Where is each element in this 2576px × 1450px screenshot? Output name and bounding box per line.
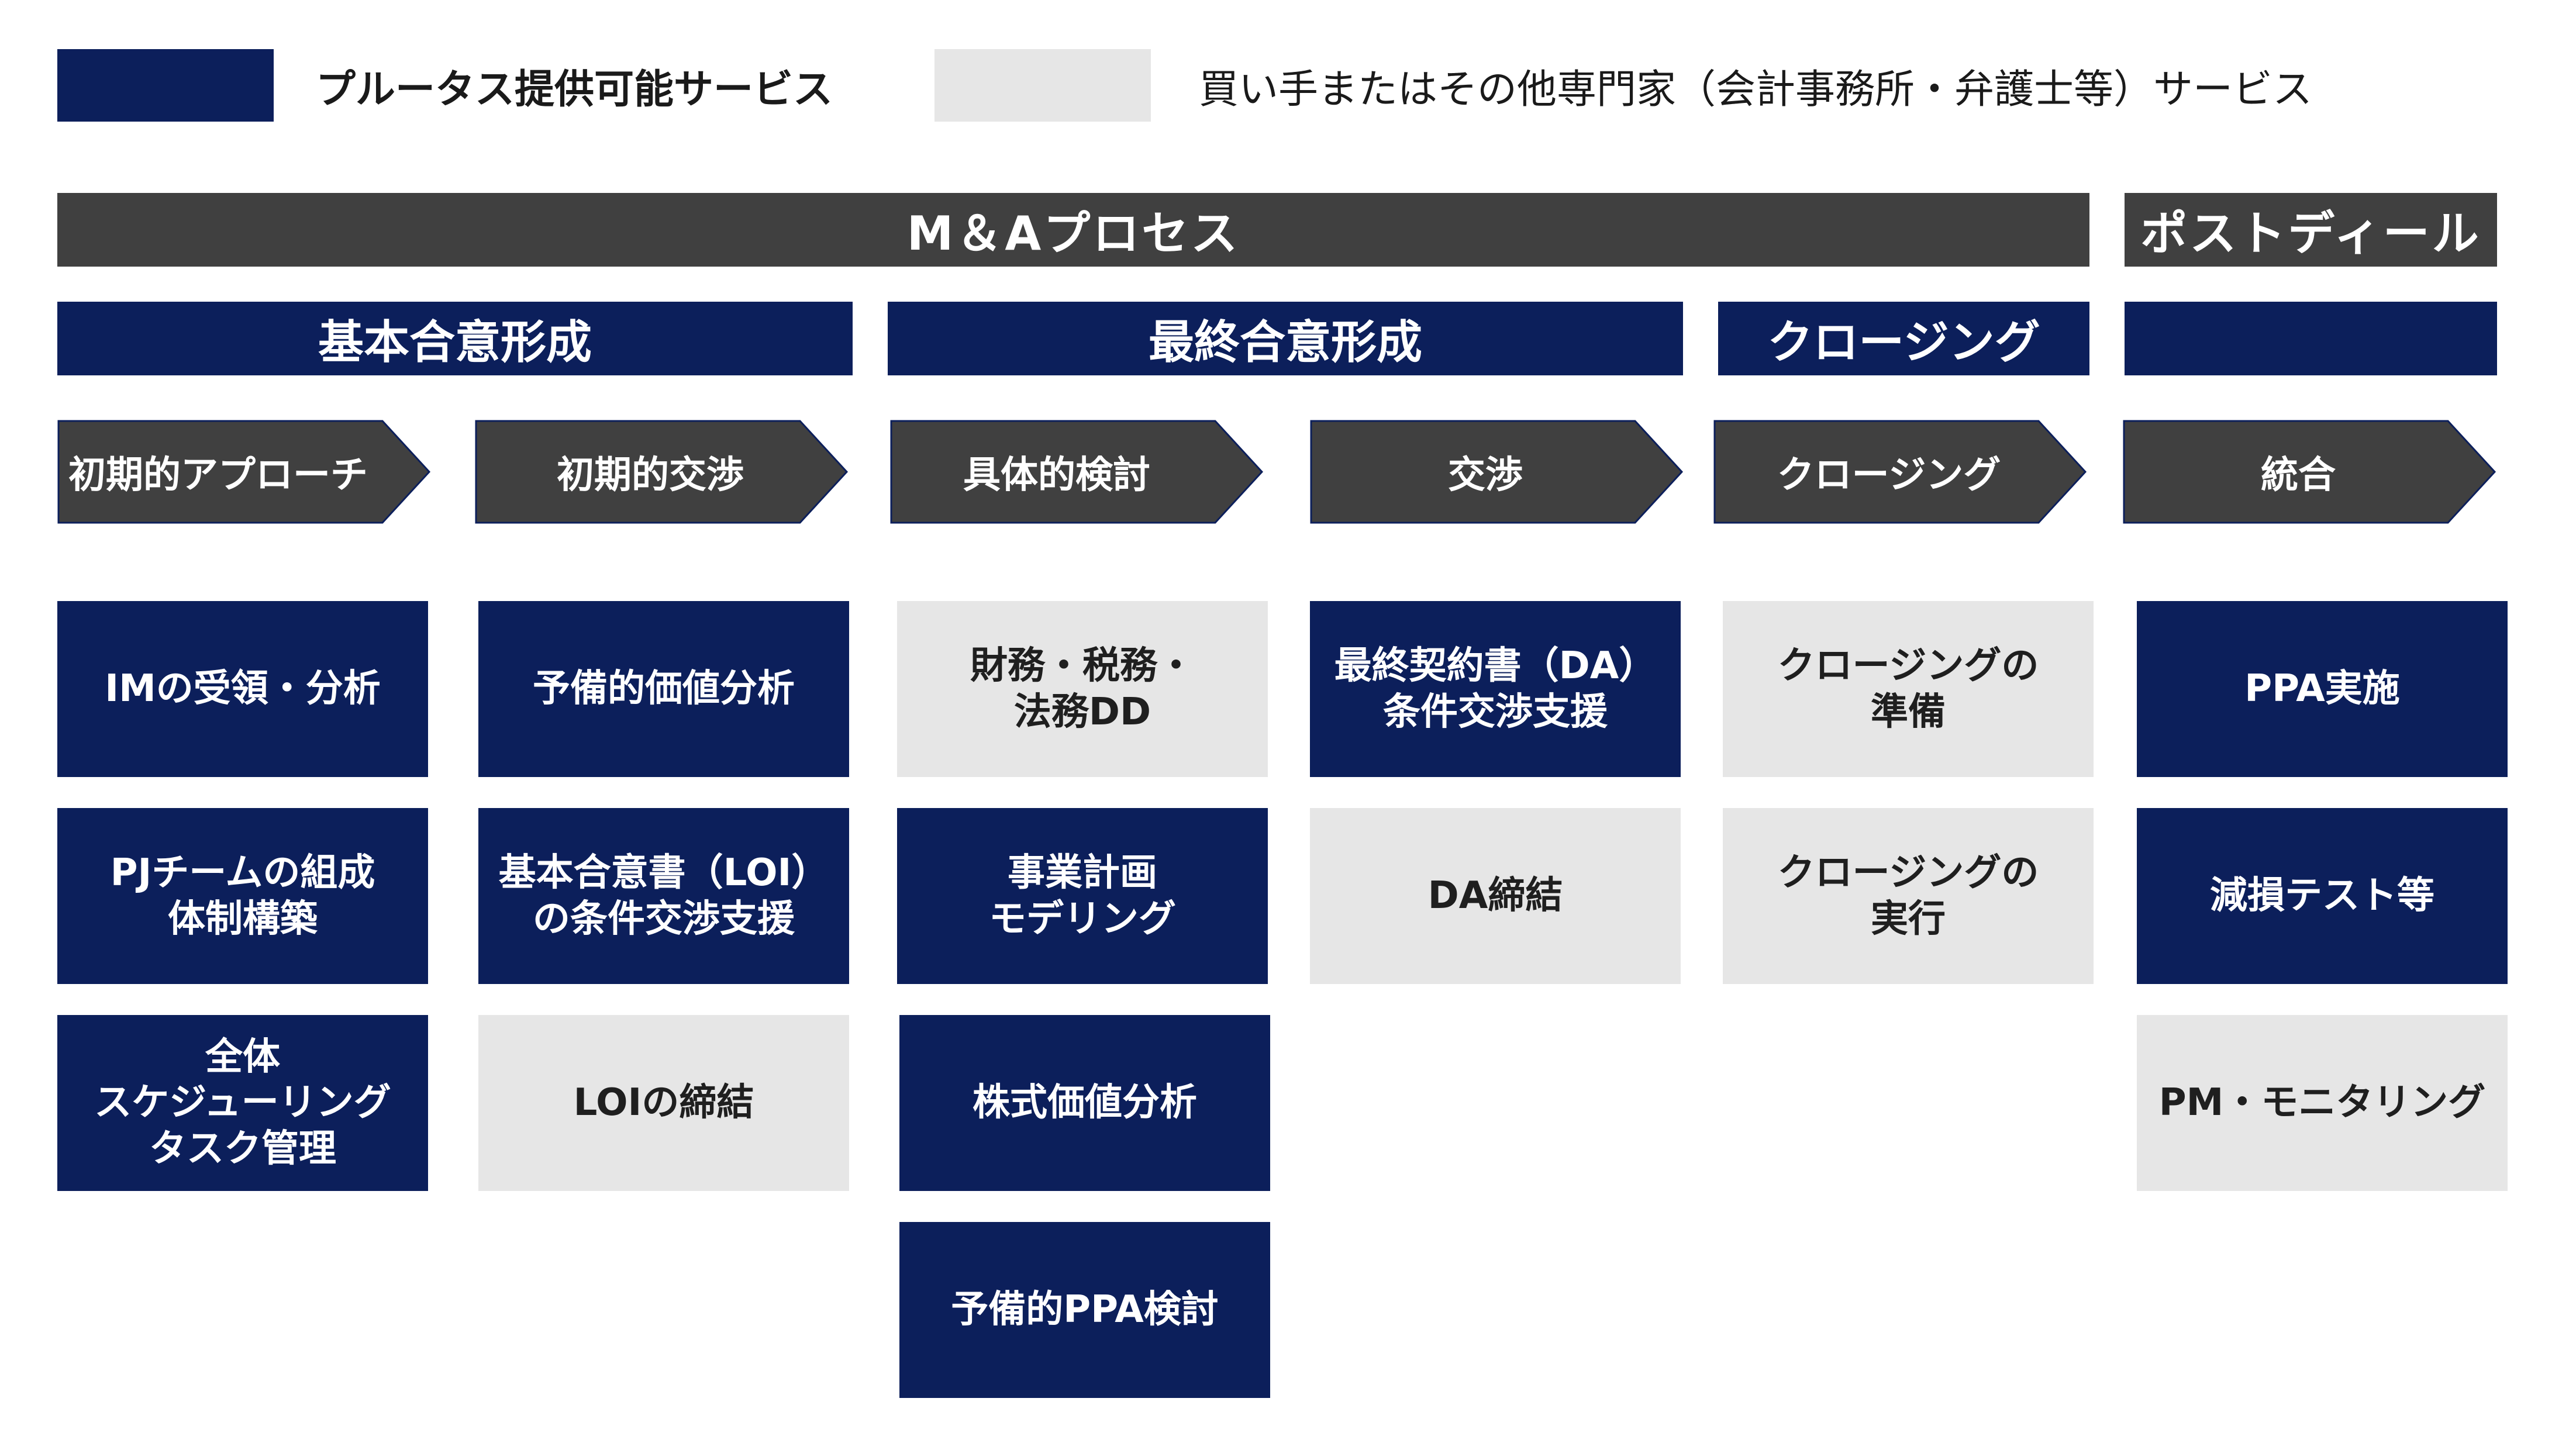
step-label: 初期的アプローチ: [68, 454, 368, 497]
card-ppa-implementation: PPA実施: [2137, 601, 2508, 777]
step-integration: 統合: [2123, 420, 2497, 524]
phase-basic-agreement: 基本合意形成: [57, 302, 853, 375]
card-preliminary-valuation: 予備的価値分析: [478, 601, 849, 777]
step-chevron-shape: [1310, 420, 1684, 524]
step-detailed-review: 具体的検討: [890, 420, 1264, 524]
card-scheduling: 全体 スケジューリング タスク管理: [57, 1015, 428, 1191]
card-due-diligence: 財務・税務・ 法務DD: [897, 601, 1268, 777]
card-pm-monitoring: PM・モニタリング: [2137, 1015, 2508, 1191]
process-bar: M＆Aプロセス: [57, 193, 2089, 267]
step-chevron-shape: [57, 420, 431, 524]
step-closing: クロージング: [1713, 420, 2088, 524]
legend-label-other: 買い手またはその他専門家（会計事務所・弁護士等）サービス: [1199, 66, 2313, 113]
legend-swatch-other: [934, 49, 1151, 122]
card-closing-execution: クロージングの 実行: [1723, 808, 2094, 984]
card-pj-team: PJチームの組成 体制構築: [57, 808, 428, 984]
legend-swatch-provided: [57, 49, 274, 122]
step-chevron-shape: [2123, 420, 2496, 524]
step-initial-approach: 初期的アプローチ: [57, 420, 432, 524]
card-impairment-test: 減損テスト等: [2137, 808, 2508, 984]
step-chevron-shape: [1713, 420, 2087, 524]
card-loi-negotiation: 基本合意書（LOI） の条件交渉支援: [478, 808, 849, 984]
phase-post: [2125, 302, 2497, 375]
card-da-signing: DA締結: [1310, 808, 1681, 984]
step-negotiation: 交渉: [1310, 420, 1684, 524]
post-deal-bar: ポストディール: [2125, 193, 2497, 267]
phase-final-agreement: 最終合意形成: [888, 302, 1683, 375]
card-stock-valuation: 株式価値分析: [899, 1015, 1270, 1191]
step-label: クロージング: [1777, 454, 2001, 497]
card-business-plan-modeling: 事業計画 モデリング: [897, 808, 1268, 984]
card-da-negotiation: 最終契約書（DA） 条件交渉支援: [1310, 601, 1681, 777]
card-closing-preparation: クロージングの 準備: [1723, 601, 2094, 777]
card-im-analysis: IMの受領・分析: [57, 601, 428, 777]
step-label: 統合: [2261, 454, 2336, 497]
legend-label-provided: プルータス提供可能サービス: [316, 66, 833, 113]
step-label: 交渉: [1448, 454, 1523, 497]
card-preliminary-ppa: 予備的PPA検討: [899, 1222, 1270, 1398]
step-chevron-shape: [475, 420, 849, 524]
card-loi-signing: LOIの締結: [478, 1015, 849, 1191]
step-label: 初期的交渉: [557, 454, 744, 497]
step-initial-negotiation: 初期的交渉: [475, 420, 849, 524]
step-chevron-shape: [890, 420, 1264, 524]
phase-closing: クロージング: [1718, 302, 2089, 375]
step-label: 具体的検討: [963, 454, 1150, 497]
